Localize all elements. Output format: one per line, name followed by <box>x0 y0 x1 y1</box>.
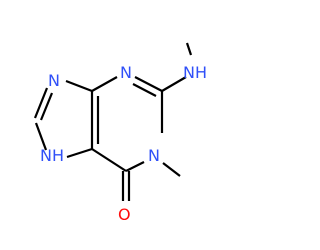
atom-label-o-carbonyl: O <box>118 205 131 224</box>
atom-label-nh-amino: NH <box>183 63 207 82</box>
bond-n7-c8-double-a <box>33 87 49 119</box>
atom-labels: N N NH N NH O <box>40 63 207 224</box>
bond-n3-c2-double-a <box>134 76 163 92</box>
bond-n1-c6 <box>125 161 145 172</box>
bond-n3-c2-double-b <box>132 83 157 97</box>
bond-n1-methyl <box>162 162 181 177</box>
bond-lines <box>33 42 193 201</box>
atom-label-n-pyrimidine-top: N <box>120 63 132 82</box>
atom-label-n-methyl-ring: N <box>148 146 160 165</box>
molecule-structure-drawing: N N NH N NH O <box>33 42 207 224</box>
atom-label-nh-imidazole: NH <box>40 146 64 165</box>
bond-n7-c4 <box>65 79 93 93</box>
bond-c8-n9 <box>34 122 48 151</box>
atom-label-n-imidazole: N <box>48 71 60 90</box>
bond-c6-c5 <box>91 148 127 172</box>
bond-c4-n3 <box>91 76 118 92</box>
bond-n7-c8-double-b <box>39 92 54 121</box>
bond-c2-nh-amino <box>161 76 187 92</box>
bond-nh-amino-methyl <box>185 42 193 56</box>
bond-n9-c5 <box>66 147 93 159</box>
